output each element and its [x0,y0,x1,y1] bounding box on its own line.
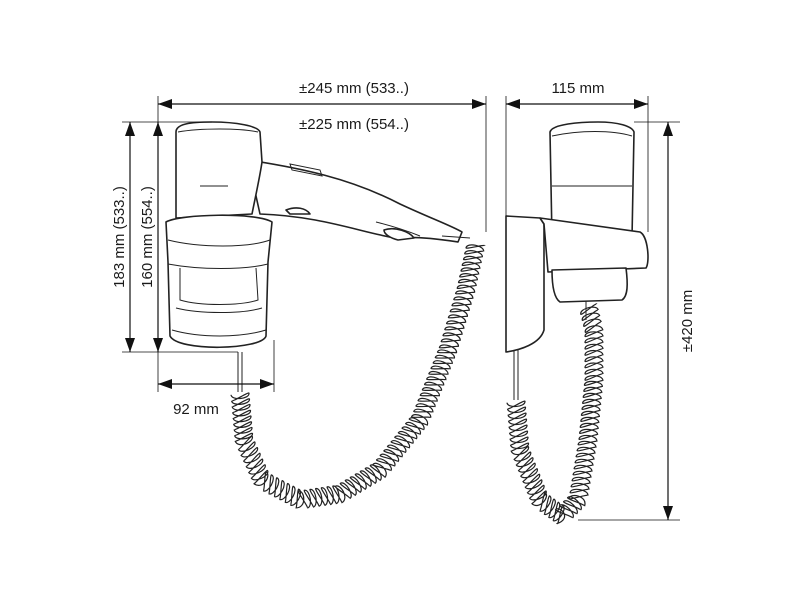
dimension-lines [122,96,680,521]
side-holder-cup [551,267,628,303]
side-width-label: 115 mm [551,80,604,97]
holder-top-band [167,263,269,269]
handle-cord-exit [441,235,471,239]
holder-lower-line [175,307,263,313]
handle-switch [289,163,323,177]
wall-holder [165,214,273,349]
inner-width-label: ±225 mm (554..) [299,116,409,133]
holder-label-area [179,267,259,305]
side-view [505,121,649,525]
side-coiled-cord [506,303,604,525]
dryer-body [175,121,263,219]
side-dryer-body [549,121,635,239]
dimension-labels: ±245 mm (533..) ±225 mm (554..) 115 mm 9… [111,80,696,418]
handle-grip-line [375,221,421,237]
dryer-handle [247,159,463,243]
handle-stand [285,207,311,215]
holder-outer-height-label: 183 mm (533..) [111,186,128,288]
holder-base-line [171,329,267,337]
front-coiled-cord [230,244,486,509]
side-wall-plate [505,215,545,353]
handle-grip-tip [383,227,415,241]
holder-rim-line [167,239,271,247]
overall-width-label: ±245 mm (533..) [299,80,409,97]
dryer-nozzle-rim [177,128,259,133]
holder-inner-height-label: 160 mm (554..) [139,186,156,288]
holder-depth-label: 92 mm [173,401,219,418]
front-view [165,121,486,509]
total-height-label: ±420 mm [679,290,696,352]
side-nozzle-rim [551,131,633,137]
